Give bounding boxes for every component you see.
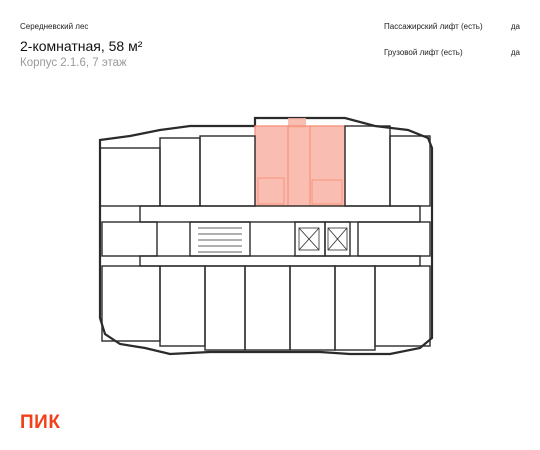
staircase: [198, 227, 242, 253]
property-row: Пассажирский лифт (есть) да: [384, 22, 520, 48]
property-label: Пассажирский лифт (есть): [384, 22, 483, 31]
floor-plan: [98, 116, 434, 356]
property-row: Грузовой лифт (есть) да: [384, 48, 520, 74]
project-name: Середневский лес: [20, 22, 89, 31]
highlighted-apartment[interactable]: [254, 118, 346, 207]
elevator-shafts: [298, 227, 348, 251]
pik-logo: ПИК: [20, 412, 61, 433]
property-value: да: [510, 22, 520, 31]
property-value: да: [510, 48, 520, 57]
interior-walls: [99, 125, 431, 351]
apartment-fill: [255, 126, 345, 206]
apartment-balcony: [288, 118, 306, 128]
apartment-title: 2-комнатная, 58 м²: [20, 38, 143, 54]
building-floor-info: Корпус 2.1.6, 7 этаж: [20, 57, 127, 69]
property-list: Пассажирский лифт (есть) да Грузовой лиф…: [384, 22, 520, 74]
property-label: Грузовой лифт (есть): [384, 48, 463, 57]
